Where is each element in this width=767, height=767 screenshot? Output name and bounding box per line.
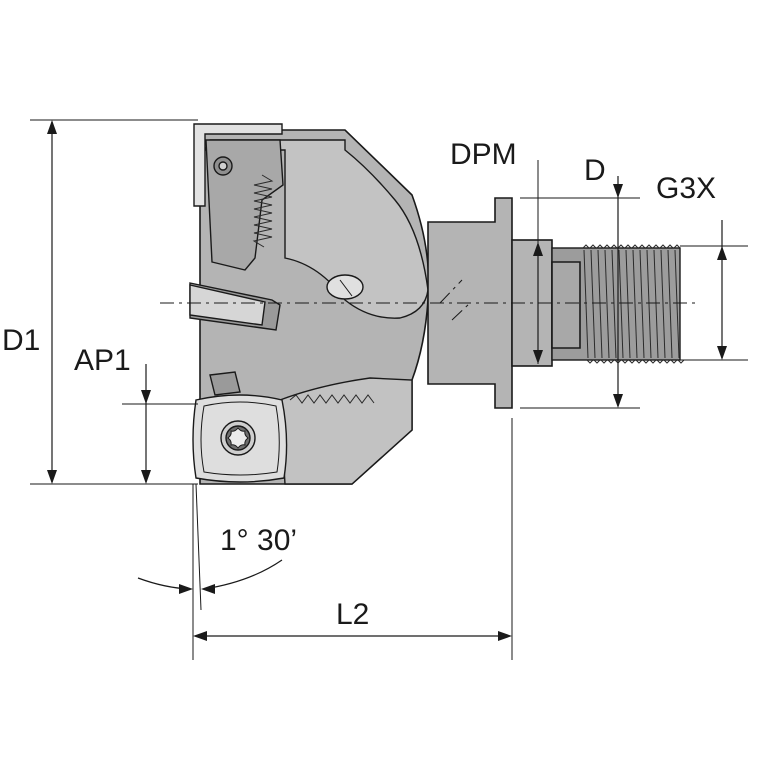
thread-tooth (596, 244, 608, 364)
dpm-label: DPM (450, 138, 517, 171)
d1-label: D1 (2, 324, 40, 357)
lower-spring (289, 394, 375, 404)
thread-crest (604, 249, 610, 359)
thread-tooth (631, 244, 643, 364)
lower-flute (279, 377, 413, 485)
d-arrow-bottom (613, 394, 623, 408)
thread-crest (646, 249, 652, 359)
ap1-arrow-bottom (141, 470, 151, 484)
thread-crest (653, 249, 659, 359)
center-wedge-highlight (189, 284, 266, 326)
thread-tooth (673, 244, 685, 364)
thread-crest (639, 249, 645, 359)
angle-arrow-left (179, 584, 193, 594)
ap1-label: AP1 (74, 344, 131, 377)
thread-lines (582, 244, 685, 364)
angle-label: 1° 30’ (220, 524, 297, 557)
lower-insert-edge (200, 401, 280, 476)
g3x-arrow-bottom (717, 346, 727, 360)
thread-tooth (666, 244, 678, 364)
angle-ext-tilted (195, 483, 202, 611)
l2-label: L2 (336, 598, 369, 631)
dpm-arrow-top (533, 242, 543, 256)
upper-spring (252, 174, 274, 248)
thread-tooth (589, 244, 601, 364)
thread-crest (625, 249, 631, 359)
thread-crest (611, 249, 617, 359)
thread-crest (660, 249, 666, 359)
thread-crest (674, 249, 680, 359)
thread-runout (551, 261, 581, 349)
upper-screw-center (218, 161, 228, 171)
d-arrow-top (613, 184, 623, 198)
d-label: D (584, 154, 606, 187)
thread-tooth (582, 244, 594, 364)
l2-arrow-right (498, 631, 512, 641)
cutter-body (189, 123, 681, 485)
g3x-label: G3X (656, 172, 716, 205)
ap1-arrow-top (141, 390, 151, 404)
thread-tooth (638, 244, 650, 364)
lower-chip-pocket (209, 371, 241, 396)
thread-crest (590, 249, 596, 359)
g3x-arrow-top (717, 246, 727, 260)
thread-tooth (645, 244, 657, 364)
angle-arrow-right (201, 584, 215, 594)
thread-crest (597, 249, 603, 359)
thread-crest (667, 249, 673, 359)
thread-tooth (617, 244, 629, 364)
clamp-screw-slot (339, 279, 353, 297)
upper-insert (193, 123, 283, 207)
thread-tooth (652, 244, 664, 364)
thread-tooth (603, 244, 615, 364)
thread-crest (618, 249, 624, 359)
thread-crest (583, 249, 589, 359)
coolant-channel (439, 279, 471, 321)
dimensions: D1 AP1 DPM D G3X 1° 30’ (2, 119, 748, 660)
d1-arrow-top (47, 120, 57, 134)
d1-arrow-bottom (47, 470, 57, 484)
dpm-arrow-bottom (533, 350, 543, 364)
thread-tooth (624, 244, 636, 364)
torx-screw-icon (220, 420, 256, 456)
thread-tooth (659, 244, 671, 364)
thread-crest (632, 249, 638, 359)
l2-arrow-left (193, 631, 207, 641)
angle-arc (137, 559, 283, 590)
